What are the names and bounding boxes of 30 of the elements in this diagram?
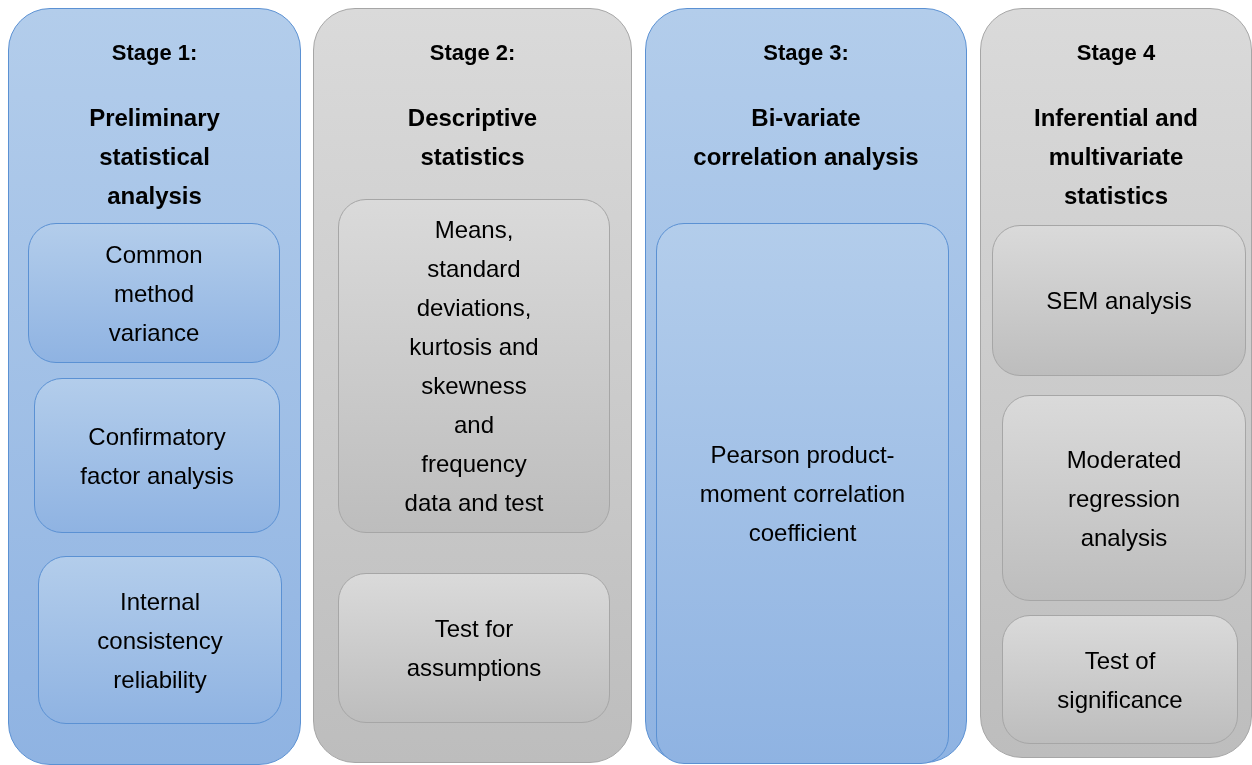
stage-column (645, 8, 967, 763)
method-box (338, 199, 610, 533)
method-box (1002, 615, 1238, 744)
method-text: Test of significance (1056, 645, 1184, 715)
stage-label: Stage 2: (428, 39, 517, 67)
stage-label: Stage 3: (762, 39, 850, 67)
stage-title: Bi-variate correlation analysis (692, 103, 920, 172)
stage-column (980, 8, 1252, 758)
method-box (28, 223, 280, 363)
method-text: Moderated regression analysis (1065, 444, 1183, 553)
method-text: SEM analysis (1045, 286, 1193, 316)
stage-label: Stage 1: (110, 39, 199, 67)
method-text: Means, standard deviations, kurtosis and skewness and frequency data and test (403, 215, 545, 518)
method-box (992, 225, 1246, 376)
method-text: Internal consistency reliability (96, 586, 224, 695)
method-box (1002, 395, 1246, 601)
stage-title: Descriptive statistics (406, 103, 539, 172)
method-text: Confirmatory factor analysis (79, 421, 235, 491)
method-text: Test for assumptions (405, 614, 543, 683)
stage-column (313, 8, 632, 763)
method-box (34, 378, 280, 533)
method-text: Common method variance (104, 239, 204, 348)
stage-label: Stage 4 (1075, 39, 1157, 67)
method-box (38, 556, 282, 724)
stage-title: Inferential and multivariate statistics (1033, 103, 1199, 211)
stage-title: Preliminary statistical analysis (88, 103, 221, 211)
method-box (338, 573, 610, 723)
stage-column (8, 8, 301, 765)
method-text: Pearson product-moment correlation coefficient (698, 440, 907, 548)
method-box (656, 223, 949, 764)
